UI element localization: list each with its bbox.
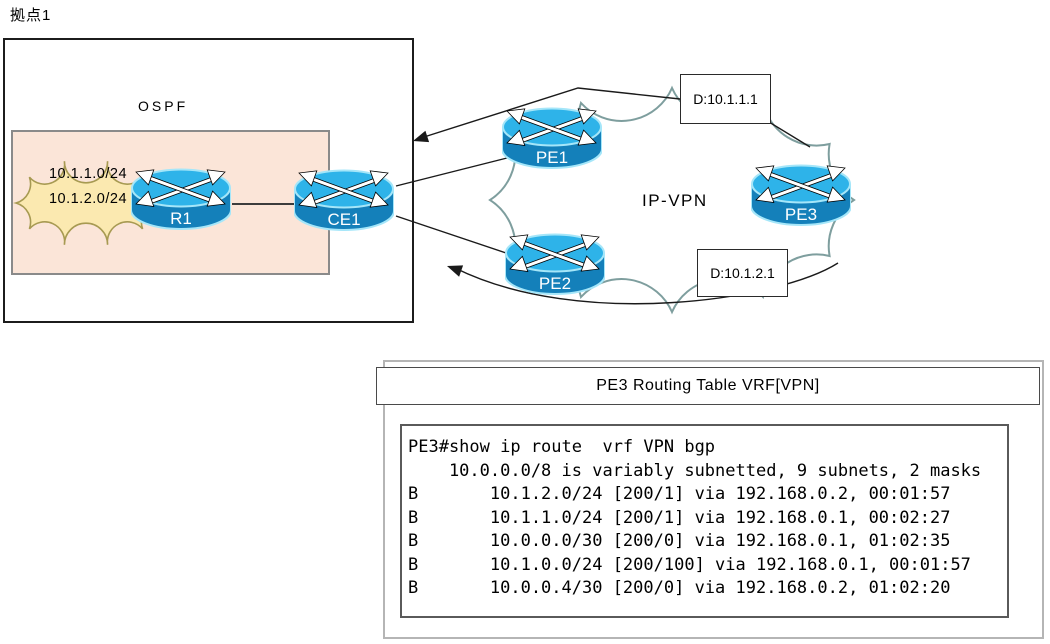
- link-ce1-pe1: [395, 157, 508, 187]
- router-pe1: PE1: [501, 107, 603, 169]
- ospf-label: OSPF: [138, 98, 189, 114]
- router-label: CE1: [327, 210, 360, 229]
- router-label: PE1: [536, 148, 568, 167]
- routing-table-title: PE3 Routing Table VRF[VPN]: [376, 367, 1040, 405]
- arrow-route-10121-line: [454, 262, 839, 305]
- router-pe3: PE3: [750, 164, 852, 226]
- router-label: PE3: [785, 205, 817, 224]
- subnet-label-2: 10.1.2.0/24: [48, 191, 128, 207]
- console-line: B 10.1.2.0/24 [200/1] via 192.168.0.2, 0…: [408, 484, 951, 504]
- router-label: PE2: [539, 274, 571, 293]
- link-ce1-pe2: [395, 215, 510, 255]
- router-icon: PE1: [501, 107, 603, 169]
- router-label: R1: [170, 209, 192, 228]
- console-line: B 10.0.0.0/30 [200/0] via 192.168.0.1, 0…: [408, 531, 951, 551]
- subnet-label-1: 10.1.1.0/24: [48, 166, 128, 182]
- route-tag-label: D:10.1.2.1: [710, 265, 775, 281]
- arrow-route-10121-head: [447, 265, 464, 277]
- router-icon: CE1: [293, 169, 395, 231]
- console-line: PE3#show ip route vrf VPN bgp: [408, 437, 716, 457]
- subnet-cloud: [13, 161, 159, 245]
- router-icon: PE3: [750, 164, 852, 226]
- arrow-route-10111-head: [413, 130, 430, 143]
- console-line: B 10.1.1.0/24 [200/1] via 192.168.0.1, 0…: [408, 507, 951, 528]
- router-pe2: PE2: [504, 233, 606, 295]
- router-arrows-icon: [135, 169, 226, 207]
- routing-table-console: PE3#show ip route vrf VPN bgp 10.0.0.0/8…: [400, 424, 1009, 618]
- console-line: 10.0.0.0/8 is variably subnetted, 9 subn…: [408, 460, 982, 481]
- site-title: 拠点1: [10, 7, 52, 24]
- route-tag-label: D:10.1.1.1: [693, 91, 758, 107]
- router-icon: R1: [130, 168, 232, 230]
- router-icon: PE2: [504, 233, 606, 295]
- console-line: B 10.1.0.0/24 [200/100] via 192.168.0.1,…: [408, 554, 971, 575]
- route-tag-d10121: D:10.1.2.1: [697, 249, 788, 297]
- router-ce1: CE1: [293, 169, 395, 231]
- router-r1: R1: [130, 168, 232, 230]
- console-line: B 10.0.0.4/30 [200/0] via 192.168.0.2, 0…: [408, 578, 951, 598]
- route-tag-d10111: D:10.1.1.1: [680, 74, 771, 124]
- routing-table-title-text: PE3 Routing Table VRF[VPN]: [596, 377, 820, 394]
- ip-vpn-label: IP-VPN: [642, 191, 708, 210]
